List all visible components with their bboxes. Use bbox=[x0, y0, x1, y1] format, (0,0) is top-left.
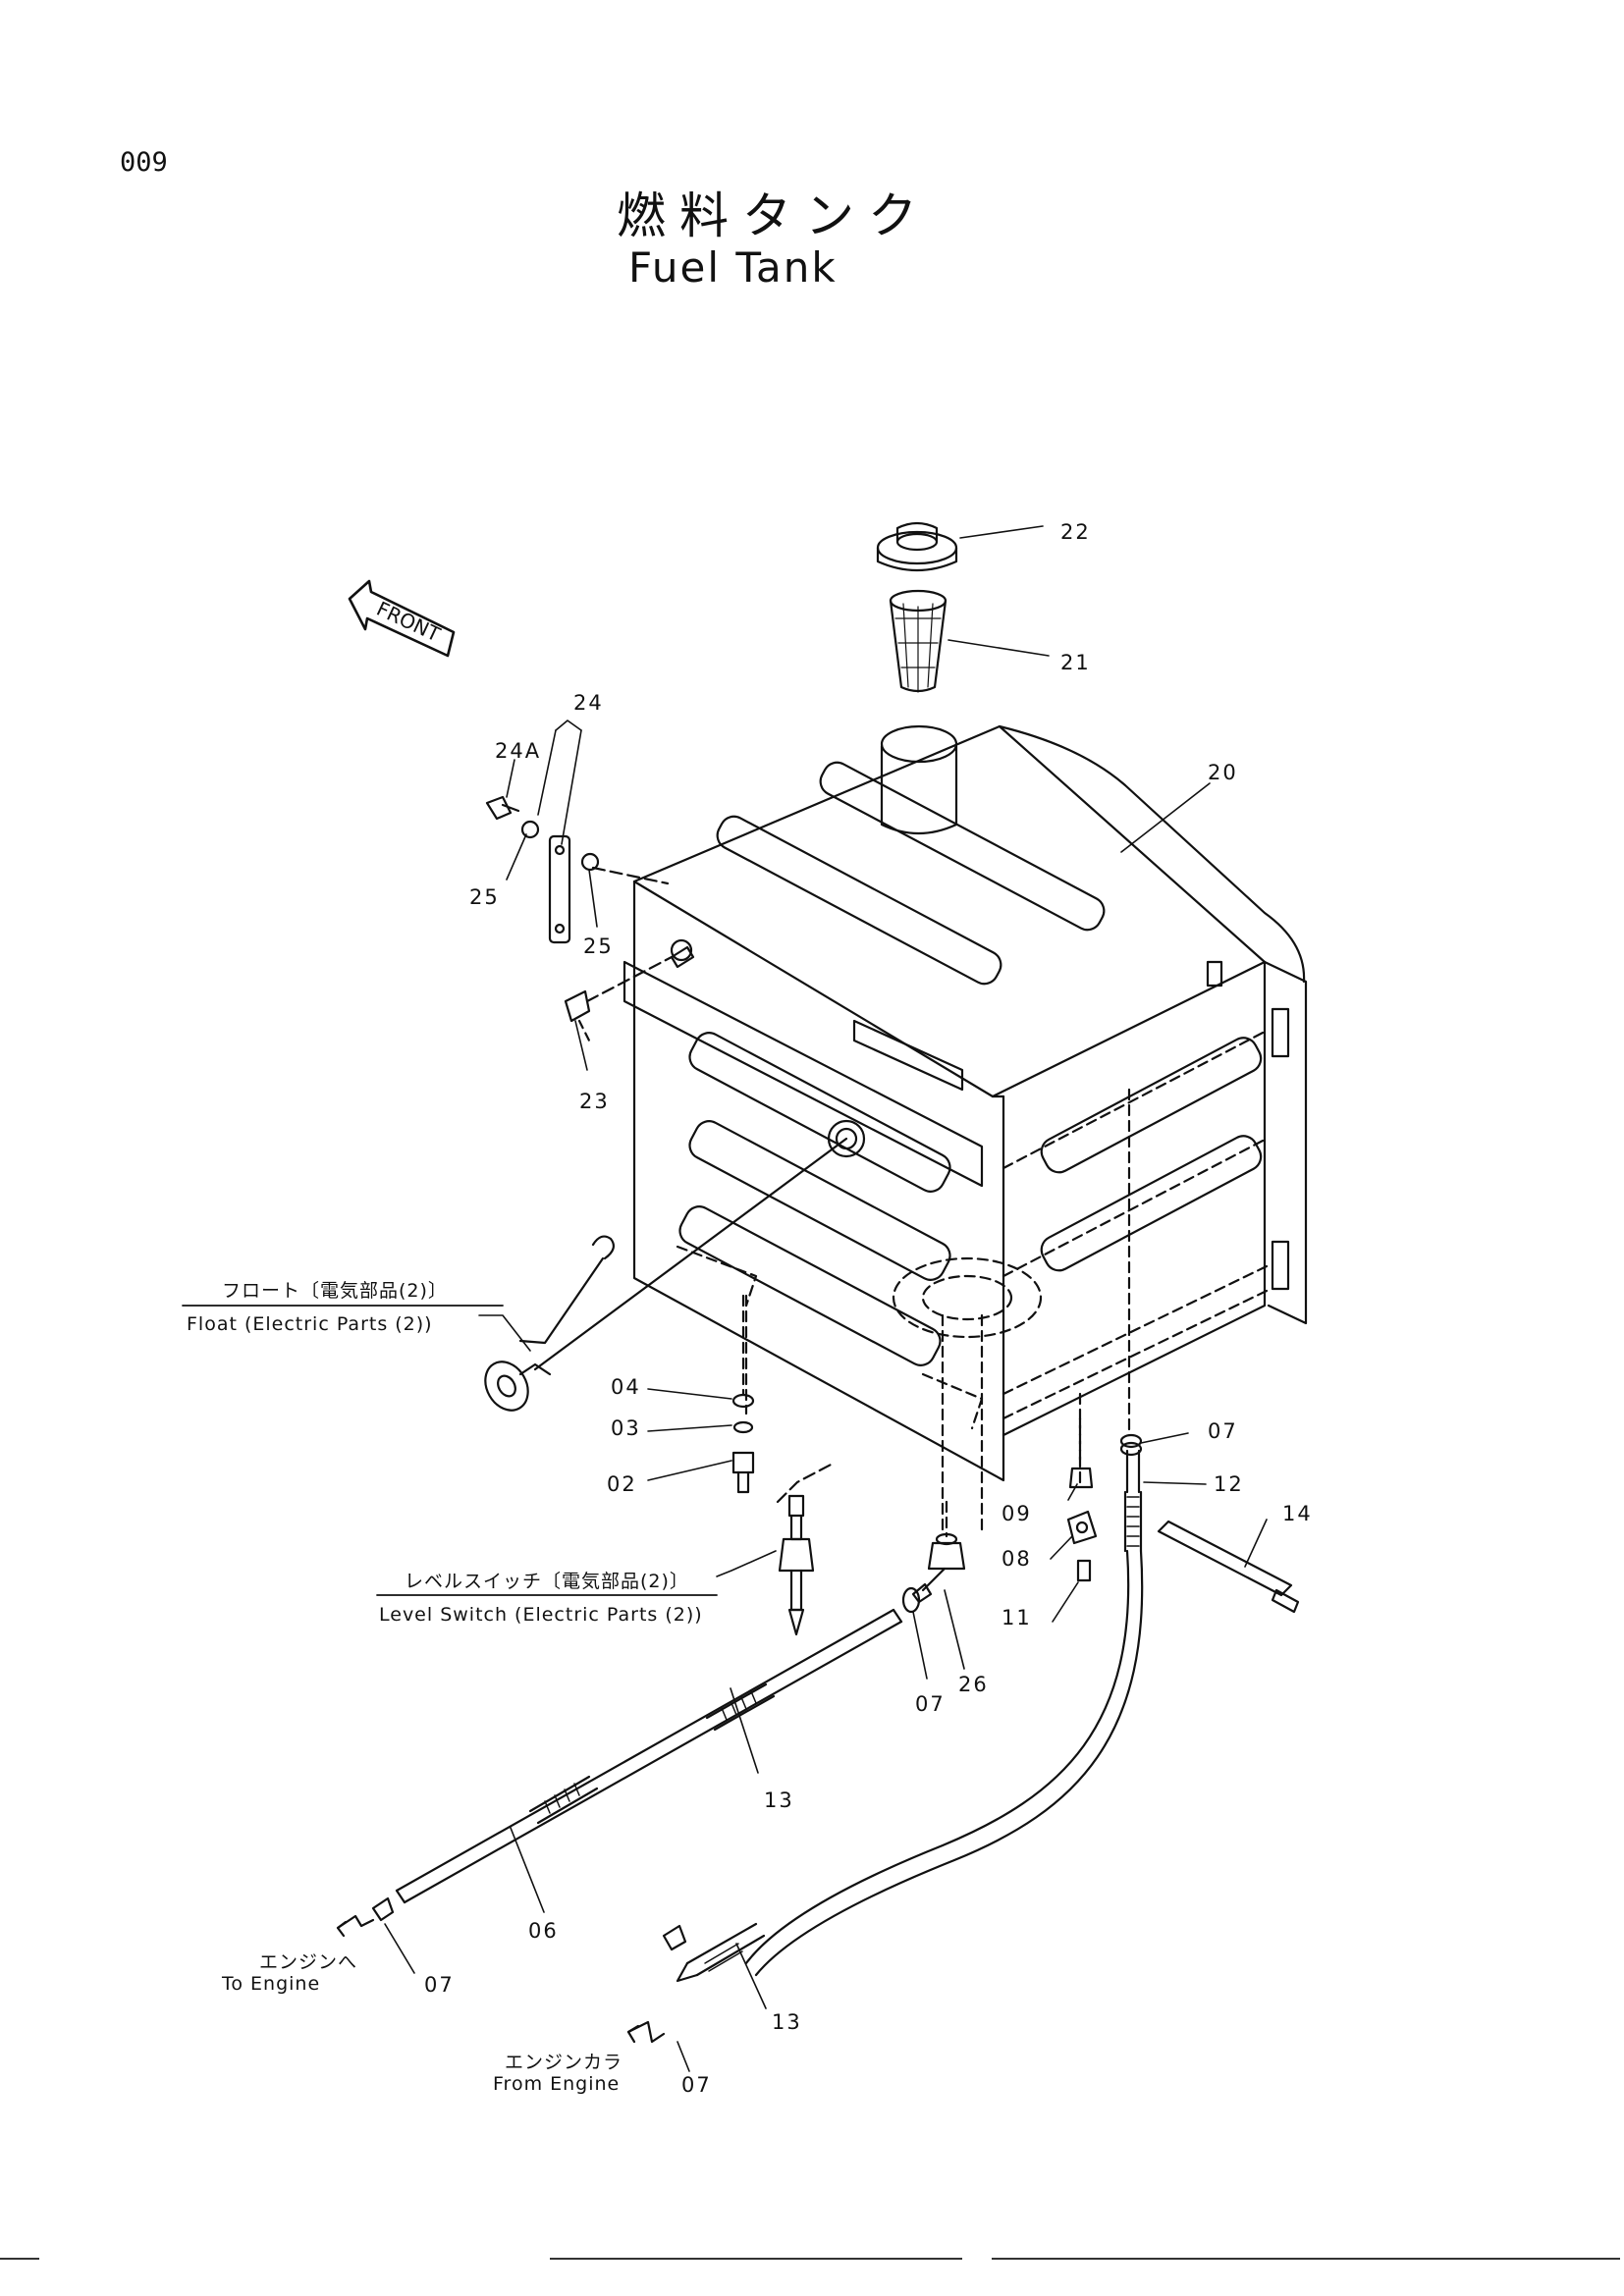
front-label: FRONT bbox=[373, 597, 445, 647]
part-label-14: 14 bbox=[1282, 1502, 1313, 1525]
from-engine-en: From Engine bbox=[493, 2073, 621, 2095]
from-engine-ja: エンジンカラ bbox=[505, 2052, 623, 2073]
part-label-24: 24 bbox=[573, 691, 604, 715]
part-label-03: 03 bbox=[611, 1416, 641, 1440]
filler-cap bbox=[876, 521, 958, 572]
level-switch-part bbox=[776, 1461, 837, 1636]
fuel-strainer bbox=[889, 589, 947, 693]
part-label-06: 06 bbox=[528, 1919, 559, 1943]
part-label-21: 21 bbox=[1060, 651, 1091, 674]
o-ring-upper bbox=[1119, 1433, 1143, 1449]
fuel-hose-supply bbox=[336, 1608, 903, 2044]
float-callout-en: Float (Electric Parts (2)) bbox=[187, 1313, 433, 1335]
part-label-24a: 24A bbox=[495, 739, 542, 763]
bottom-rule-right bbox=[992, 2258, 1620, 2260]
fuel-tank-body bbox=[623, 724, 1308, 1533]
fuel-hose-return bbox=[676, 1441, 1144, 1983]
part-label-08: 08 bbox=[1001, 1547, 1032, 1571]
level-switch-callout-en: Level Switch (Electric Parts (2)) bbox=[379, 1604, 703, 1626]
page-title-japanese: 燃料タンク bbox=[617, 187, 931, 244]
front-arrow-icon: FRONT bbox=[348, 579, 456, 658]
supply-fittings bbox=[1066, 1416, 1098, 1582]
part-label-07-lower: 07 bbox=[681, 2073, 712, 2097]
to-engine-en: To Engine bbox=[222, 1973, 321, 1995]
part-label-04: 04 bbox=[611, 1375, 641, 1399]
part-label-23: 23 bbox=[579, 1090, 610, 1113]
return-fitting bbox=[911, 1500, 966, 1604]
page-title-english: Fuel Tank bbox=[628, 243, 838, 292]
level-switch-callout-ja: レベルスイッチ〔電気部品(2)〕 bbox=[405, 1571, 689, 1592]
part-label-13-lower: 13 bbox=[772, 2010, 802, 2034]
bracket-assembly bbox=[485, 795, 674, 1042]
bottom-rule-left bbox=[0, 2258, 39, 2260]
to-engine-ja: エンジンへ bbox=[259, 1951, 358, 1973]
callout-underlines bbox=[182, 1305, 718, 1596]
drain-bolt-set bbox=[731, 1294, 755, 1494]
part-label-09: 09 bbox=[1001, 1502, 1032, 1525]
float-callout-ja: フロート〔電気部品(2)〕 bbox=[222, 1280, 448, 1302]
part-label-07-mid: 07 bbox=[915, 1692, 946, 1716]
part-label-26: 26 bbox=[958, 1673, 989, 1696]
leader-lines bbox=[384, 525, 1268, 2072]
part-label-07-upper: 07 bbox=[1208, 1419, 1238, 1443]
part-label-25-left: 25 bbox=[469, 885, 500, 909]
page-number: 009 bbox=[120, 147, 168, 178]
part-label-25-right: 25 bbox=[583, 934, 614, 958]
float-part bbox=[484, 1137, 848, 1412]
bottom-rule-middle bbox=[550, 2258, 962, 2260]
o-ring-mid bbox=[901, 1586, 921, 1614]
part-label-13-upper: 13 bbox=[764, 1789, 794, 1812]
part-label-07-left: 07 bbox=[424, 1973, 455, 1997]
part-label-12: 12 bbox=[1214, 1472, 1244, 1496]
part-label-20: 20 bbox=[1208, 761, 1238, 784]
hose-clamp bbox=[1157, 1520, 1300, 1614]
part-label-11: 11 bbox=[1001, 1606, 1032, 1629]
part-label-02: 02 bbox=[607, 1472, 637, 1496]
part-label-22: 22 bbox=[1060, 520, 1091, 544]
